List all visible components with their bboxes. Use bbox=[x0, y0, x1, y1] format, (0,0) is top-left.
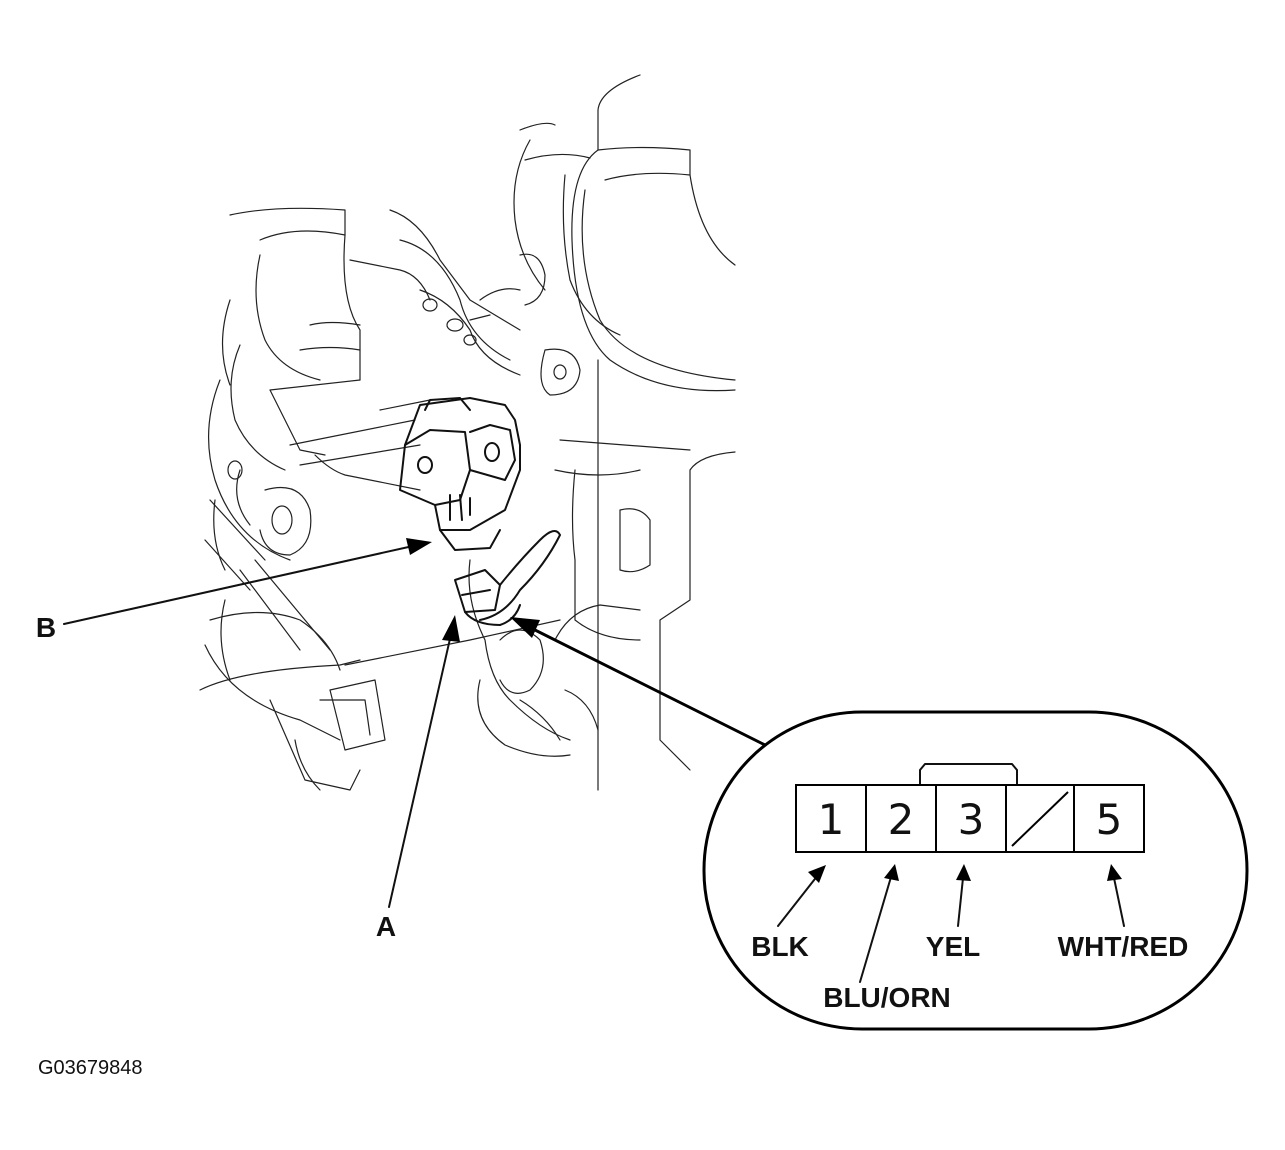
wire-label-blu-orn: BLU/ORN bbox=[823, 982, 951, 1013]
pin-number-2: 2 bbox=[888, 795, 915, 844]
connector-lock-tab bbox=[919, 763, 1018, 786]
wire-arrow-blu-orn bbox=[859, 876, 892, 983]
leader-line-connector bbox=[523, 623, 767, 747]
wire-label-blk: BLK bbox=[751, 931, 809, 962]
figure-id: G03679848 bbox=[38, 1057, 143, 1079]
pin-number-3: 3 bbox=[958, 795, 985, 844]
callout-label-b: B bbox=[36, 612, 56, 643]
empty-cavity-slash bbox=[1011, 791, 1069, 847]
wire-arrowhead-blk bbox=[808, 865, 826, 883]
wire-arrow-wht-red bbox=[1113, 877, 1125, 927]
connector-inset: 1 2 3 5 BLK BLU/ORN YEL WHT/RED bbox=[702, 710, 1249, 1031]
sensor-assembly bbox=[399, 397, 561, 626]
wire-label-wht-red: WHT/RED bbox=[1058, 931, 1189, 962]
wire-arrow-blk bbox=[777, 874, 819, 927]
wire-arrowhead-blu-orn bbox=[884, 864, 899, 881]
pin-number-5: 5 bbox=[1096, 795, 1123, 844]
leader-line-a bbox=[388, 629, 453, 908]
engine-line-art bbox=[199, 74, 736, 791]
pin-number-1: 1 bbox=[818, 795, 845, 844]
wire-label-yel: YEL bbox=[926, 931, 980, 962]
connector-pin-cavity bbox=[1073, 784, 1145, 853]
callout-arrows bbox=[63, 538, 767, 908]
wire-arrowhead-wht-red bbox=[1107, 864, 1122, 881]
arrowhead-b bbox=[406, 538, 432, 555]
arrowhead-a bbox=[442, 615, 460, 642]
leader-line-b bbox=[63, 543, 423, 625]
wire-arrowhead-yel bbox=[956, 864, 971, 881]
wire-arrow-yel bbox=[957, 877, 964, 927]
arrowhead-connector bbox=[510, 617, 540, 638]
inset-frame bbox=[702, 710, 1249, 1031]
callout-label-a: A bbox=[376, 911, 396, 942]
